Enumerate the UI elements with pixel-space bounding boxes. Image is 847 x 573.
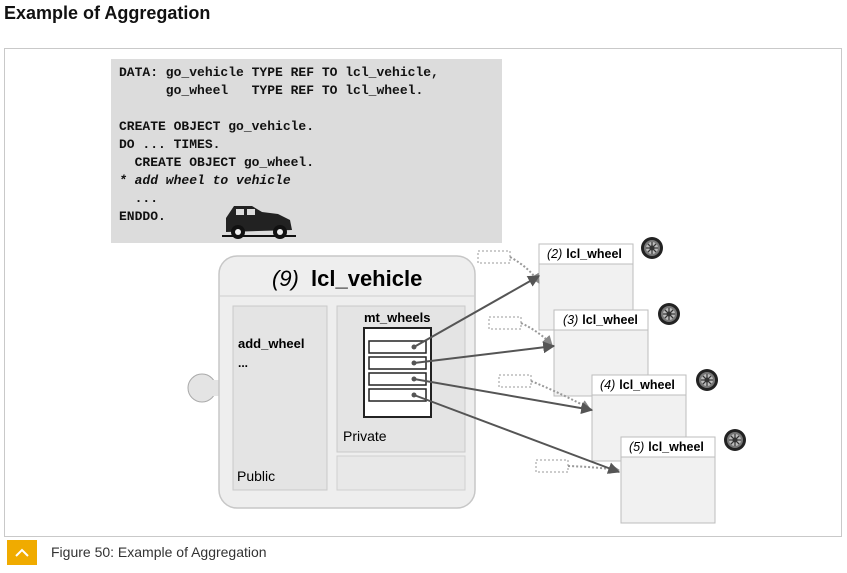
code-block: DATA: go_vehicle TYPE REF TO lcl_vehicle…: [111, 59, 502, 243]
code-line: ...: [119, 191, 159, 206]
wheel-reference-arrow: [413, 275, 541, 348]
wheel-icon: [695, 368, 719, 392]
reference-stub: [477, 250, 511, 264]
code-comment: * add wheel to vehicle: [119, 173, 291, 188]
wheel-object-header: [538, 243, 634, 265]
vehicle-class-name: lcl_vehicle: [311, 266, 422, 291]
public-section: [232, 305, 328, 491]
vehicle-title: (9) lcl_vehicle: [272, 266, 422, 291]
wheel-icon: [657, 302, 681, 326]
private-label: Private: [343, 428, 387, 444]
wheel-object-header: [620, 436, 716, 458]
vehicle-count: (9): [272, 266, 299, 291]
page-title: Example of Aggregation: [4, 3, 211, 23]
code-line: CREATE OBJECT go_vehicle.: [119, 119, 315, 134]
code-line: DO ... TIMES.: [119, 137, 221, 152]
chevron-up-icon: [15, 548, 29, 557]
collapse-button[interactable]: [7, 540, 37, 565]
code-line: ENDDO.: [119, 209, 166, 224]
car-icon: [222, 206, 296, 239]
wheel-reference-arrow: [413, 378, 594, 415]
table-row: [368, 388, 427, 402]
wheel-reference-arrow: [413, 394, 621, 474]
wheel-object-header: [591, 374, 687, 396]
public-label: Public: [237, 468, 275, 484]
code-line: go_wheel TYPE REF TO lcl_wheel.: [119, 83, 424, 98]
wheel-title: (5)lcl_wheel: [629, 440, 704, 454]
reference-stub: [488, 316, 522, 330]
figure-caption-bar: Figure 50: Example of Aggregation: [4, 536, 842, 568]
wheel-icon: [640, 236, 664, 260]
table-row: [368, 356, 427, 370]
method-add-wheel: add_wheel: [238, 336, 304, 351]
figure-caption: Figure 50: Example of Aggregation: [51, 544, 267, 560]
wheel-title: (2)lcl_wheel: [547, 247, 622, 261]
wheel-title: (3)lcl_wheel: [563, 313, 638, 327]
table-row: [368, 340, 427, 354]
code-line: DATA: go_vehicle TYPE REF TO lcl_vehicle…: [119, 65, 439, 80]
table-row: [368, 372, 427, 386]
wheel-title: (4)lcl_wheel: [600, 378, 675, 392]
wheel-object-header: [553, 309, 649, 331]
empty-section: [336, 455, 466, 491]
reference-arrow: [567, 463, 620, 474]
reference-stub: [535, 459, 569, 473]
mt-wheels-label: mt_wheels: [364, 310, 430, 325]
wheel-reference-arrow: [413, 341, 556, 364]
reference-stub: [498, 374, 532, 388]
method-ellipsis: ...: [238, 356, 248, 370]
wheel-icon: [723, 428, 747, 452]
code-line: CREATE OBJECT go_wheel.: [119, 155, 315, 170]
